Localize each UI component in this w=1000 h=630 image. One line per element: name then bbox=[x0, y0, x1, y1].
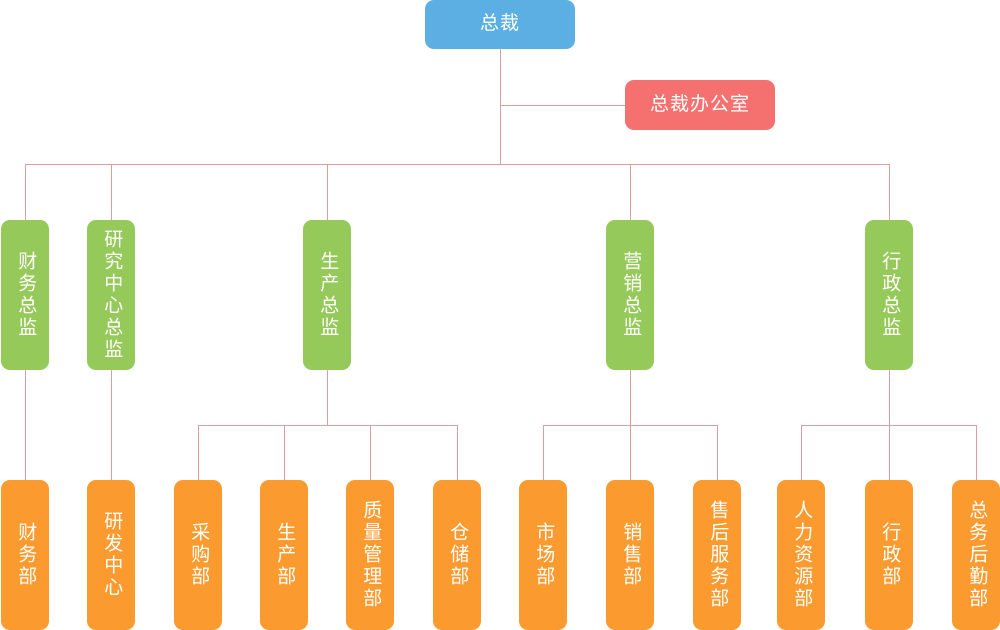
connector-drop-aftersales bbox=[717, 425, 718, 480]
connector-drop-purchasing bbox=[198, 425, 199, 480]
node-director-finance-label: 财务总监 bbox=[15, 251, 37, 339]
node-director-production[interactable]: 生产总监 bbox=[303, 220, 351, 370]
node-dept-warehouse[interactable]: 仓储部 bbox=[433, 480, 481, 630]
node-dept-quality-management-label: 质量管理部 bbox=[360, 500, 382, 610]
node-director-marketing-label: 营销总监 bbox=[620, 251, 642, 339]
node-dept-production-label: 生产部 bbox=[274, 522, 296, 588]
node-dept-purchasing-label: 采购部 bbox=[188, 522, 210, 588]
node-dept-rnd-center-label: 研发中心 bbox=[101, 511, 123, 599]
node-dept-after-sales-service-label: 售后服务部 bbox=[707, 500, 729, 610]
connector-drop-admin-dept bbox=[889, 425, 890, 480]
node-dept-general-affairs-label: 总务后勤部 bbox=[966, 500, 988, 610]
node-dept-human-resources-label: 人力资源部 bbox=[791, 500, 813, 610]
connector-ceo-to-office bbox=[500, 105, 625, 106]
node-director-finance[interactable]: 财务总监 bbox=[1, 220, 49, 370]
connector-drop-quality bbox=[370, 425, 371, 480]
connector-drop-director-1 bbox=[25, 164, 26, 220]
connector-drop-warehouse bbox=[457, 425, 458, 480]
connector-drop-director-4 bbox=[630, 164, 631, 220]
node-dept-rnd-center[interactable]: 研发中心 bbox=[87, 480, 135, 630]
node-dept-finance-label: 财务部 bbox=[15, 522, 37, 588]
node-ceo[interactable]: 总裁 bbox=[425, 0, 575, 49]
node-dept-production[interactable]: 生产部 bbox=[260, 480, 308, 630]
connector-marketing-stem bbox=[630, 370, 631, 425]
connector-drop-director-3 bbox=[327, 164, 328, 220]
connector-drop-sales bbox=[630, 425, 631, 480]
connector-finance-to-dept bbox=[25, 370, 26, 480]
connector-drop-market bbox=[543, 425, 544, 480]
node-dept-sales[interactable]: 销售部 bbox=[606, 480, 654, 630]
node-dept-finance[interactable]: 财务部 bbox=[1, 480, 49, 630]
connector-research-to-dept bbox=[111, 370, 112, 480]
node-director-administration[interactable]: 行政总监 bbox=[865, 220, 913, 370]
node-ceo-office-label: 总裁办公室 bbox=[649, 93, 750, 115]
node-director-research[interactable]: 研究中心总监 bbox=[87, 220, 135, 370]
node-dept-administration-label: 行政部 bbox=[879, 522, 901, 588]
node-ceo-office[interactable]: 总裁办公室 bbox=[625, 80, 775, 130]
node-dept-market[interactable]: 市场部 bbox=[519, 480, 567, 630]
connector-production-stem bbox=[327, 370, 328, 425]
connector-drop-general-affairs bbox=[976, 425, 977, 480]
connector-director-bus bbox=[25, 164, 889, 165]
node-dept-market-label: 市场部 bbox=[533, 522, 555, 588]
node-dept-warehouse-label: 仓储部 bbox=[447, 522, 469, 588]
node-director-research-label: 研究中心总监 bbox=[101, 229, 123, 361]
connector-production-bus bbox=[198, 425, 457, 426]
node-ceo-label: 总裁 bbox=[479, 13, 520, 35]
connector-admin-bus bbox=[801, 425, 976, 426]
connector-drop-production-dept bbox=[284, 425, 285, 480]
node-director-marketing[interactable]: 营销总监 bbox=[606, 220, 654, 370]
node-director-production-label: 生产总监 bbox=[317, 251, 339, 339]
connector-drop-director-5 bbox=[889, 164, 890, 220]
node-dept-administration[interactable]: 行政部 bbox=[865, 480, 913, 630]
connector-drop-hr bbox=[801, 425, 802, 480]
node-dept-after-sales-service[interactable]: 售后服务部 bbox=[693, 480, 741, 630]
node-dept-purchasing[interactable]: 采购部 bbox=[174, 480, 222, 630]
connector-admin-stem bbox=[889, 370, 890, 425]
node-dept-quality-management[interactable]: 质量管理部 bbox=[346, 480, 394, 630]
connector-ceo-stem bbox=[500, 49, 501, 164]
connector-drop-director-2 bbox=[111, 164, 112, 220]
node-director-administration-label: 行政总监 bbox=[879, 251, 901, 339]
node-dept-general-affairs[interactable]: 总务后勤部 bbox=[952, 480, 1000, 630]
node-dept-human-resources[interactable]: 人力资源部 bbox=[777, 480, 825, 630]
node-dept-sales-label: 销售部 bbox=[620, 522, 642, 588]
